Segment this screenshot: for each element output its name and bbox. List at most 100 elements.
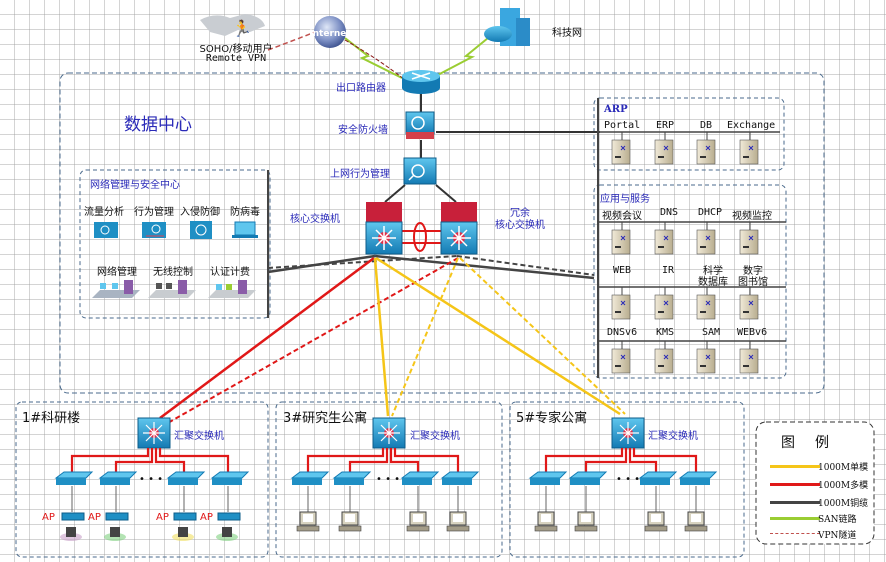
arp-server-icon <box>654 132 674 165</box>
app-dhcp: DHCP <box>698 207 723 218</box>
singlemode-core-bldg5 <box>375 256 621 416</box>
redundant-label-2: 核心交换机 <box>495 220 545 231</box>
multimode-access-link <box>544 448 624 472</box>
redundant-core-switch-icon <box>440 202 478 255</box>
ap-label-3: AP <box>156 512 169 523</box>
pc-icon <box>446 511 470 532</box>
edge-router-icon <box>402 70 440 94</box>
mgmt-item-antivirus: 防病毒 <box>230 207 260 218</box>
legend-item-singlemode: 1000M单模 <box>770 460 880 473</box>
multimode-access-link <box>70 448 150 472</box>
app-library-2: 图书馆 <box>738 277 768 288</box>
auth-billing-icon <box>208 280 256 298</box>
firewall-label: 安全防火墙 <box>338 125 388 136</box>
ellipsis-5: • • • <box>616 474 641 485</box>
network-mgmt-icon <box>92 280 140 298</box>
copper-core-apps <box>374 254 595 280</box>
app-server-icon <box>654 222 674 255</box>
access-switch-icon <box>400 471 440 485</box>
san-link-internet <box>344 37 403 79</box>
access-switch-icon <box>568 471 608 485</box>
multimode-access-link <box>114 448 154 472</box>
app-sci-db-2: 数据库 <box>698 277 728 288</box>
access-point-icon <box>172 512 197 541</box>
arp-server-icon <box>696 132 716 165</box>
app-server-icon <box>611 341 631 374</box>
app-server-icon <box>611 222 631 255</box>
datacenter-box <box>59 72 825 394</box>
arp-server-db: DB <box>700 120 713 131</box>
behavior-mgmt-label: 上网行为管理 <box>330 169 390 180</box>
pc-icon <box>534 511 558 532</box>
singlemode-core2-bldg3 <box>391 257 459 417</box>
mgmt-item-traffic: 流量分析 <box>84 207 124 218</box>
app-library-1: 数字 <box>743 266 763 277</box>
app-server-icon <box>696 341 716 374</box>
legend-swatch <box>770 483 820 486</box>
core-switch-label: 核心交换机 <box>290 214 340 225</box>
core-switch-icon <box>365 202 403 255</box>
multimode-access-link <box>632 448 698 472</box>
building-3-box <box>275 401 503 558</box>
app-server-icon <box>696 222 716 255</box>
copper-core2-apps <box>456 255 595 276</box>
mgmt-item-auth: 认证计费 <box>210 267 250 278</box>
legend-swatch <box>770 533 820 534</box>
pc-icon <box>684 511 708 532</box>
copper-core-mgmt <box>267 254 376 274</box>
access-switch-icon <box>678 471 718 485</box>
intrusion-prevention-icon <box>190 221 212 239</box>
aggregation-switch-icon <box>611 417 645 449</box>
remote-vpn-label: Remote VPN <box>205 53 267 64</box>
datacenter-title: 数据中心 <box>124 115 192 135</box>
mgmt-item-wireless: 无线控制 <box>153 267 193 278</box>
edge-router-label: 出口路由器 <box>336 83 386 94</box>
legend-swatch <box>770 501 820 504</box>
arp-server-portal: Portal <box>604 120 641 131</box>
redundant-label-1: 冗余 <box>510 208 530 219</box>
app-webv6: WEBv6 <box>737 327 768 338</box>
app-dnsv6: DNSv6 <box>607 327 638 338</box>
singlemode-core2-bldg5 <box>459 257 626 415</box>
access-switch-icon <box>638 471 678 485</box>
access-switch-icon <box>528 471 568 485</box>
app-ir: IR <box>662 265 675 276</box>
traffic-analysis-icon <box>94 222 118 238</box>
app-server-icon <box>611 287 631 320</box>
multimode-access-link <box>584 448 628 472</box>
multimode-access-link <box>158 448 230 472</box>
multimode-access-link <box>393 448 460 472</box>
ellipsis-3: • • • <box>376 474 401 485</box>
ap-label-4: AP <box>200 512 213 523</box>
link-behavior-core2 <box>435 184 457 203</box>
aggregation-switch-icon <box>137 417 171 449</box>
access-switch-icon <box>440 471 480 485</box>
pc-icon <box>406 511 430 532</box>
access-switch-icon <box>290 471 330 485</box>
aggregation-switch-icon <box>372 417 406 449</box>
legend-item-copper: 1000M铜缆 <box>770 496 880 509</box>
building-5-switch-label: 汇聚交换机 <box>648 431 698 442</box>
behavior-mgmt-icon <box>142 222 166 238</box>
link-aggregation-icon <box>413 222 427 252</box>
multimode-access-link <box>628 448 658 472</box>
legend-title: 图例 <box>781 435 849 451</box>
svg-text:Internet: Internet <box>309 29 351 39</box>
mgmt-item-netmgmt: 网络管理 <box>97 267 137 278</box>
link-behavior-core1 <box>384 184 406 203</box>
pc-icon <box>574 511 598 532</box>
building-1-switch-label: 汇聚交换机 <box>174 431 224 442</box>
app-kms: KMS <box>656 327 675 338</box>
arp-title: ARP <box>604 104 628 115</box>
access-switch-icon <box>210 471 250 485</box>
mgmt-item-ips: 入侵防御 <box>180 207 220 218</box>
arp-server-exchange: Exchange <box>727 120 776 131</box>
multimode-access-link <box>306 448 385 472</box>
mgmt-center-title: 网络管理与安全中心 <box>90 180 180 191</box>
multimode-access-link <box>154 448 186 472</box>
legend-item-vpn: VPN隧道 <box>770 528 880 541</box>
remote-user-label: SOHO/移动用户 <box>199 44 273 55</box>
tech-network-label: 科技网 <box>552 28 582 39</box>
